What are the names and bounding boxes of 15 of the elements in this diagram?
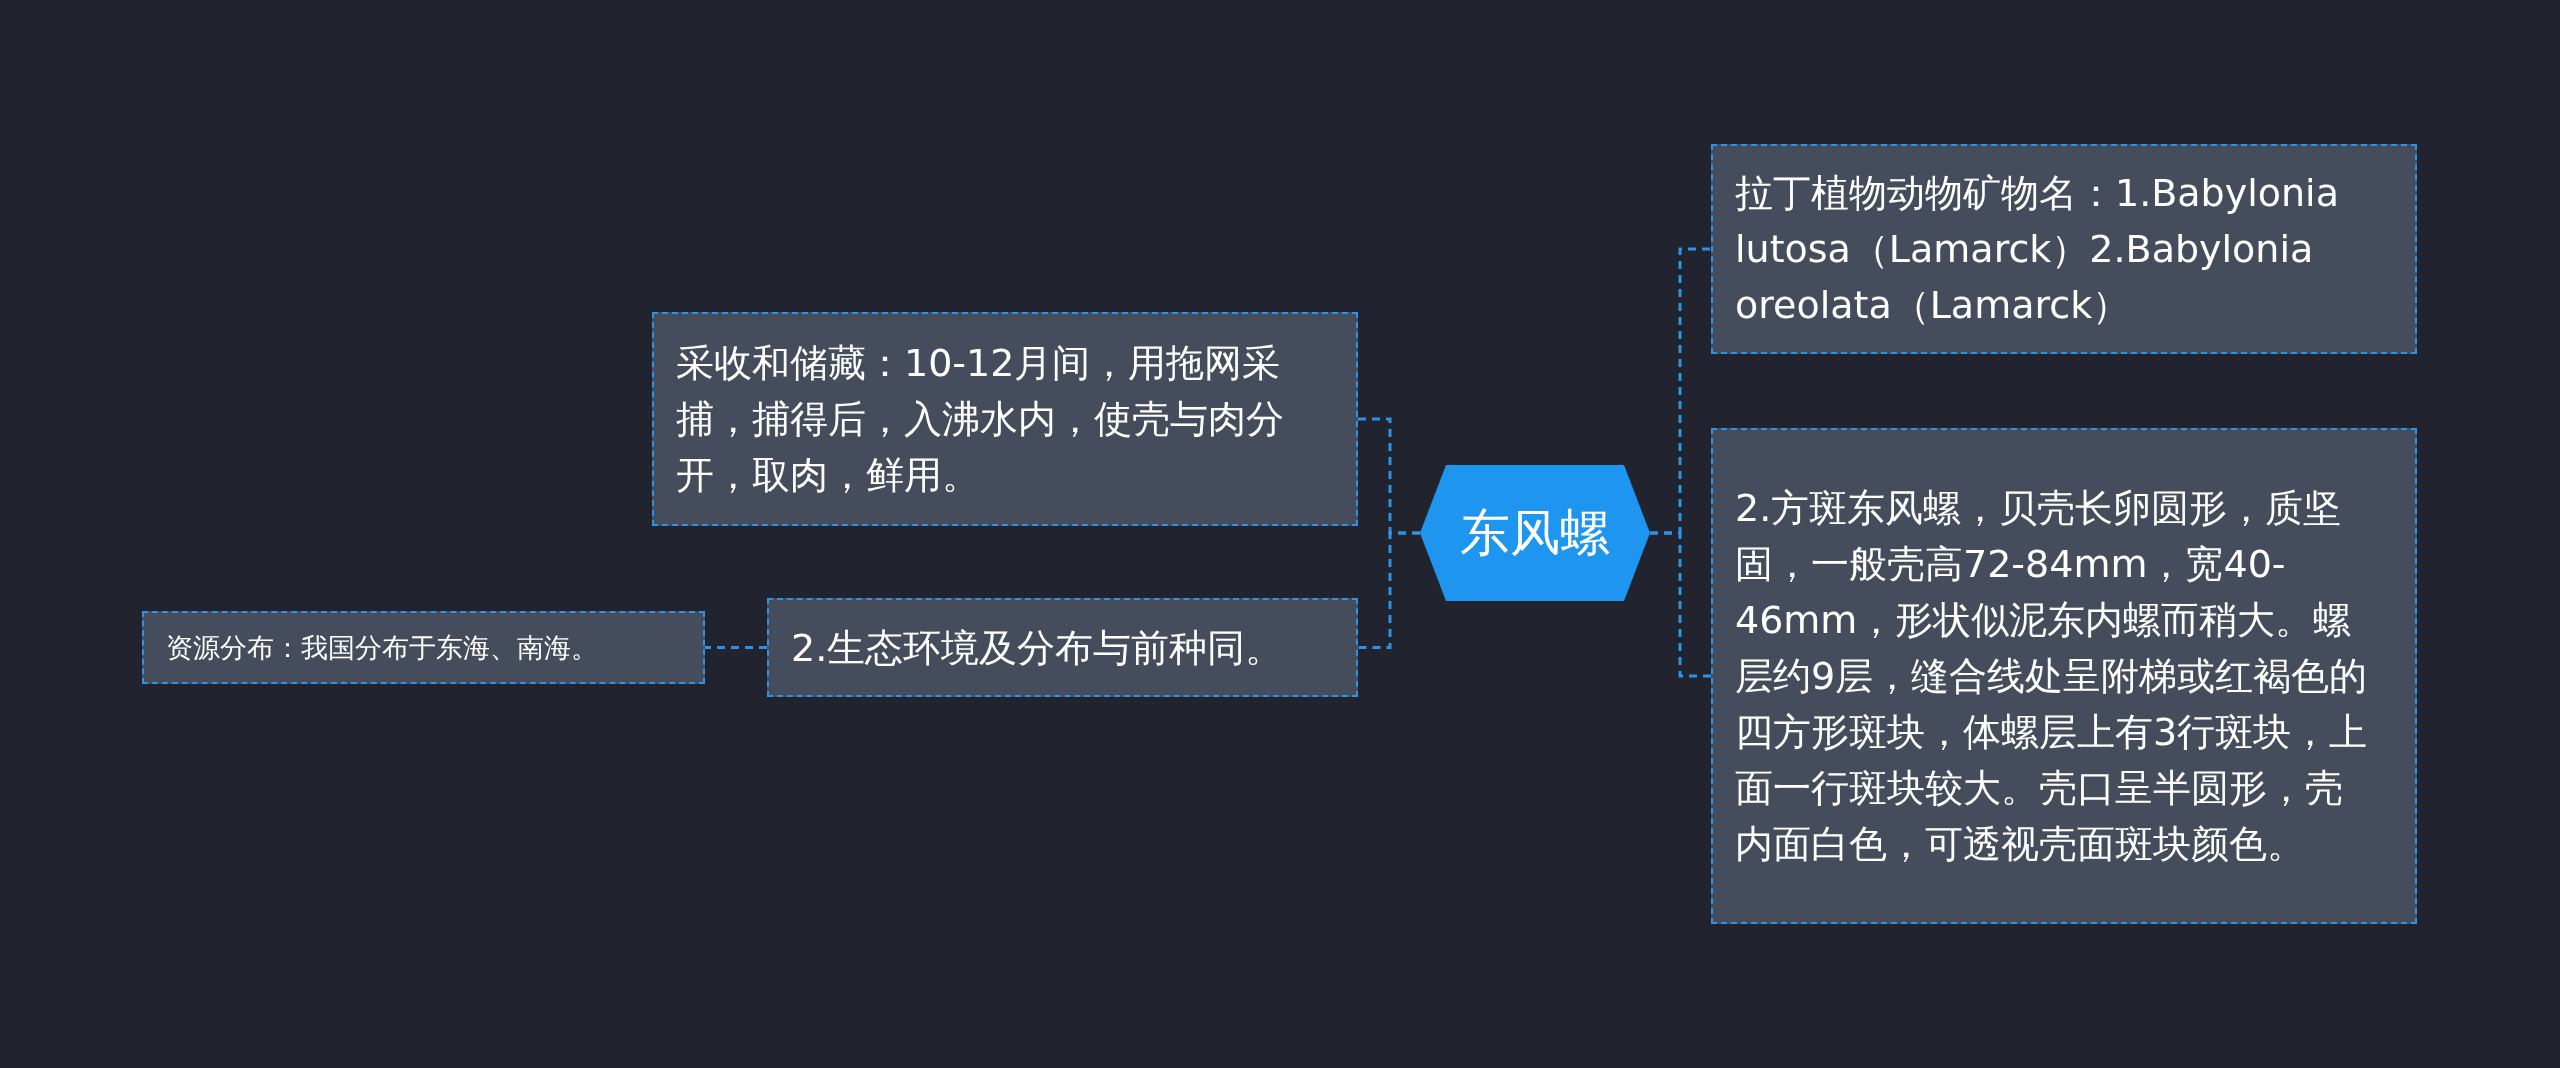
topic-box: [652, 312, 1358, 526]
topic-box: [142, 611, 705, 684]
topic-text: 资源分布：我国分布于东海、南海。: [166, 630, 598, 665]
topic-text: 采收和储藏：10-12月间，用拖网采捕，捕得后，入沸水内，使壳与肉分开，取肉，鲜用。: [676, 340, 1285, 499]
connector: [1358, 531, 1420, 649]
topic-box: [1711, 428, 2417, 924]
topic-text: 2.生态环境及分布与前种同。: [791, 624, 1284, 672]
topic-box: [1711, 144, 2417, 354]
topic-text: 东风螺: [1460, 503, 1610, 563]
central-topic: [1420, 465, 1650, 601]
topic-box: [767, 598, 1358, 697]
connector: [1650, 531, 1711, 678]
connector: [705, 646, 767, 649]
topic-text: 拉丁植物动物矿物名：1.Babylonia lutosa（Lamarck）2.Babylonia oreolata（Lamarck）: [1735, 170, 2340, 329]
topic-text: 2.方斑东风螺，贝壳长卵圆形，质坚固，一般壳高72-84mm，宽40-46mm，形状似泥东内螺而稍大。螺层约9层，缝合线处呈附梯或红褐色的四方形斑块，体螺层上有3行斑块，上面一行斑块较大。壳口呈半圆形，壳内面白色，可透视壳面斑块颜色。: [1735, 485, 2369, 868]
